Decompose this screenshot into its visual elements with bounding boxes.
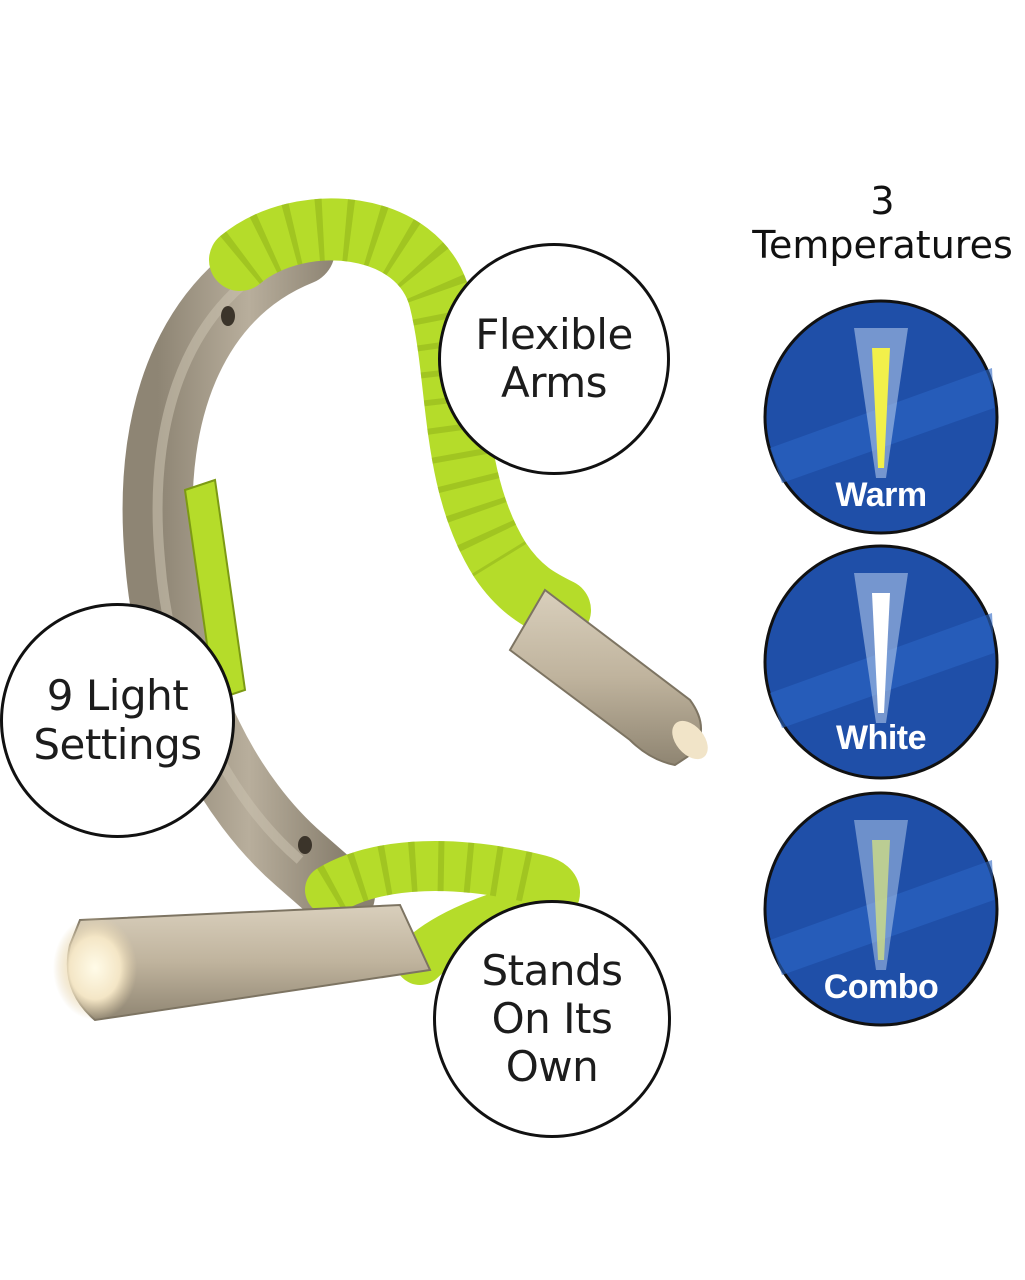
- callout-text-line: Arms: [500, 358, 608, 407]
- temperature-combo: Combo: [762, 790, 1000, 1028]
- callout-text-line: Own: [505, 1042, 599, 1092]
- callout-text-line: Settings: [33, 719, 202, 769]
- temperature-warm: Warm: [762, 298, 1000, 536]
- callout-text-line: On Its: [491, 993, 613, 1043]
- temperatures-word: Temperatures: [752, 222, 1013, 267]
- callout-text-line: Stands: [481, 945, 623, 995]
- white-beam-icon: [763, 544, 999, 780]
- temperature-label: Combo: [823, 968, 939, 1006]
- callout-light-settings: 9 Light Settings: [0, 603, 235, 838]
- callout-stands-on-its-own: Stands On Its Own: [433, 900, 671, 1138]
- temperature-white: White: [762, 543, 1000, 781]
- callout-text-line: 9 Light: [46, 671, 189, 721]
- temperature-label: Warm: [835, 476, 927, 514]
- callout-flexible-arms: Flexible Arms: [438, 243, 670, 475]
- temperature-label: White: [835, 719, 927, 757]
- warm-beam-icon: [763, 299, 999, 535]
- temperatures-count: 3: [870, 179, 895, 223]
- combo-beam-icon: [763, 791, 999, 1027]
- callout-text-line: Flexible: [475, 309, 633, 359]
- temperatures-title: 3 Temperatures: [740, 179, 1025, 267]
